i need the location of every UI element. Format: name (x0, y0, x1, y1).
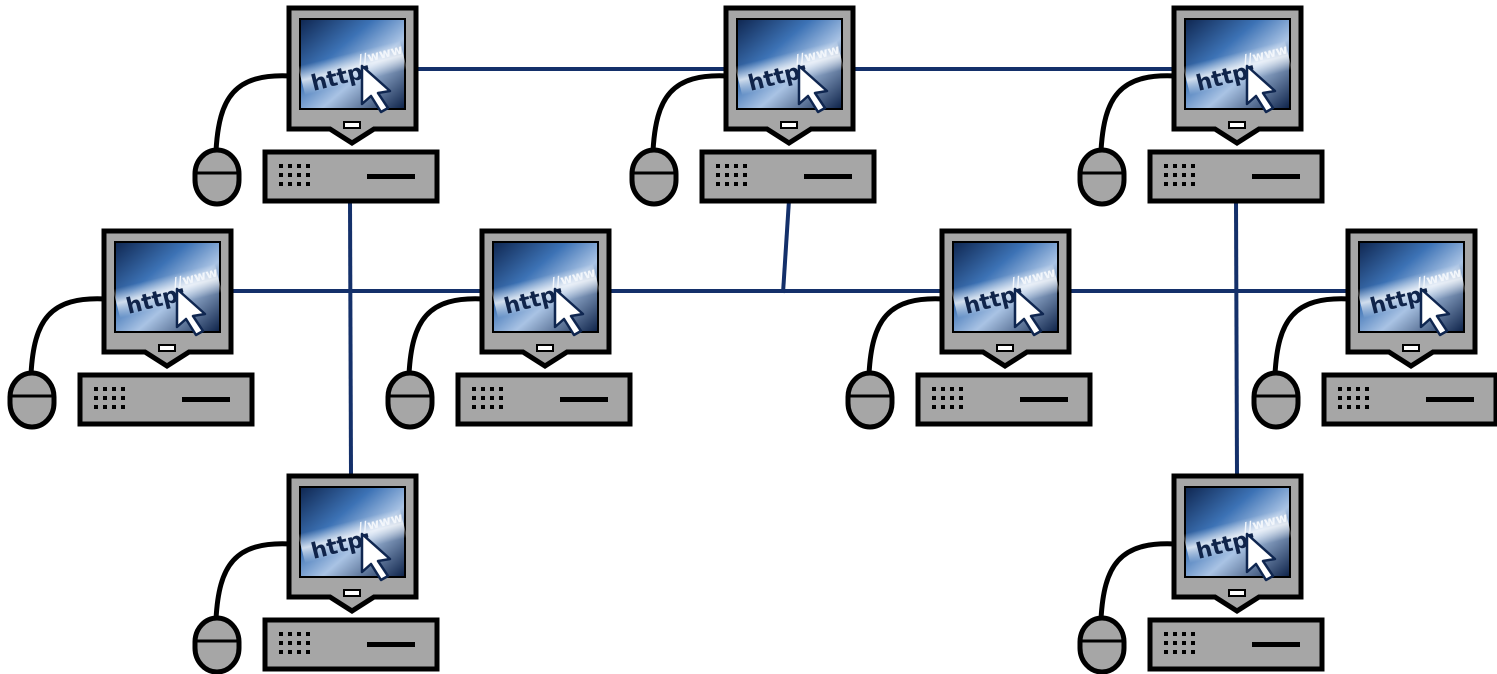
monitor-icon: http://www (1171, 5, 1304, 146)
base-unit-icon (77, 372, 255, 427)
base-unit-icon (1147, 149, 1325, 204)
mouse-icon (7, 370, 57, 430)
mouse-icon (1251, 370, 1301, 430)
cursor-arrow-icon (797, 64, 829, 114)
drive-slot (1252, 642, 1300, 647)
base-unit-icon (262, 149, 440, 204)
mouse-cable (28, 296, 107, 375)
computer-node: http://www (1251, 228, 1497, 430)
computer-node: http://www (845, 228, 1093, 430)
computer-node: http://www (192, 473, 440, 674)
drive-slot (804, 174, 852, 179)
mouse-cable (866, 296, 945, 375)
power-light (996, 344, 1014, 352)
mouse-cable (650, 73, 729, 152)
cursor-arrow-icon (1245, 64, 1277, 114)
mouse-icon (385, 370, 435, 430)
monitor-icon: http://www (723, 5, 856, 146)
monitor-icon: http://www (286, 5, 419, 146)
computer-node: http://www (7, 228, 255, 430)
computer-nodes: http://www http://www http://www http://www… (7, 5, 1497, 674)
power-light (780, 121, 798, 129)
base-unit-icon (915, 372, 1093, 427)
mouse-cable (1272, 296, 1351, 375)
computer-node: http://www (192, 5, 440, 207)
cursor-arrow-icon (1419, 287, 1451, 337)
cursor-arrow-icon (553, 287, 585, 337)
power-light (343, 121, 361, 129)
mouse-cable (213, 73, 292, 152)
monitor-icon: http://www (939, 228, 1072, 369)
cursor-arrow-icon (1245, 532, 1277, 582)
base-unit-icon (262, 617, 440, 672)
cursor-arrow-icon (360, 64, 392, 114)
base-unit-icon (455, 372, 633, 427)
computer-node: http://www (1077, 5, 1325, 207)
mouse-icon (629, 147, 679, 207)
drive-slot (1252, 174, 1300, 179)
monitor-icon: http://www (1345, 228, 1478, 369)
computer-node: http://www (1077, 473, 1325, 674)
mouse-cable (406, 296, 485, 375)
mouse-icon (1077, 147, 1127, 207)
drive-slot (560, 397, 608, 402)
mouse-cable (213, 541, 292, 620)
power-light (536, 344, 554, 352)
base-unit-icon (1321, 372, 1497, 427)
drive-slot (367, 174, 415, 179)
monitor-icon: http://www (1171, 473, 1304, 614)
mouse-icon (1077, 615, 1127, 674)
power-light (1402, 344, 1420, 352)
mouse-icon (192, 147, 242, 207)
mouse-cable (1098, 541, 1177, 620)
monitor-icon: http://www (101, 228, 234, 369)
power-light (158, 344, 176, 352)
drive-slot (1426, 397, 1474, 402)
network-links (228, 67, 1350, 477)
cursor-arrow-icon (1013, 287, 1045, 337)
drive-slot (182, 397, 230, 402)
power-light (1228, 589, 1246, 597)
link-vertical-center (781, 199, 791, 294)
mouse-cable (1098, 73, 1177, 152)
drive-slot (367, 642, 415, 647)
computer-node: http://www (385, 228, 633, 430)
monitor-icon: http://www (286, 473, 419, 614)
cursor-arrow-icon (175, 287, 207, 337)
computer-node: http://www (629, 5, 877, 207)
link-vertical-right (1234, 200, 1239, 477)
power-light (343, 589, 361, 597)
link-vertical-left (348, 200, 353, 477)
cursor-arrow-icon (360, 532, 392, 582)
mouse-icon (192, 615, 242, 674)
power-light (1228, 121, 1246, 129)
drive-slot (1020, 397, 1068, 402)
mouse-icon (845, 370, 895, 430)
base-unit-icon (699, 149, 877, 204)
monitor-icon: http://www (479, 228, 612, 369)
base-unit-icon (1147, 617, 1325, 672)
